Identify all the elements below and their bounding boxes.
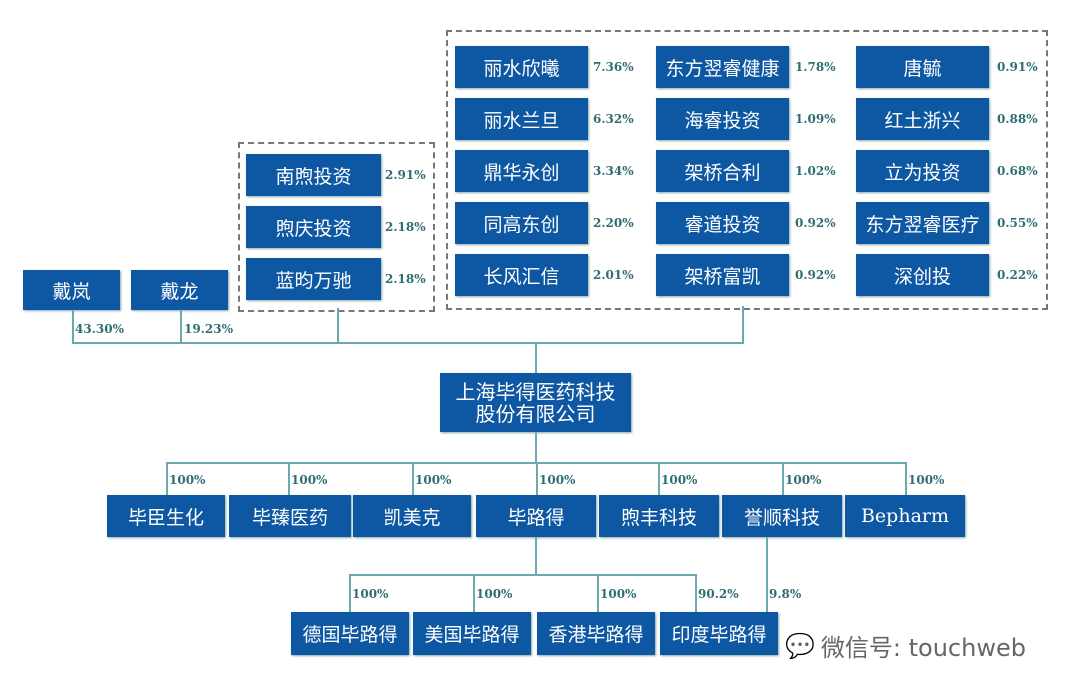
shareholder-box: 鼎华永创 (455, 150, 588, 192)
ownership-pct: 100% (539, 473, 576, 487)
ownership-pct: 100% (352, 587, 389, 601)
subsidiary-box: 誉顺科技 (722, 495, 842, 537)
shareholder-box: 海睿投资 (656, 98, 789, 140)
subsidiary-box: 毕臣生化 (107, 495, 225, 537)
shareholder-box: 煦庆投资 (246, 206, 381, 248)
connector-line (658, 462, 660, 495)
shareholder-box: 丽水欣曦 (455, 46, 588, 88)
connector-line (72, 310, 74, 344)
subsidiary-box: 煦丰科技 (599, 495, 719, 537)
ownership-pct: 1.02% (795, 164, 836, 178)
sub-subsidiary-box: 美国毕路得 (413, 612, 531, 655)
wechat-icon: 💬 (785, 631, 815, 660)
ownership-pct: 100% (291, 473, 328, 487)
subsidiary-box: 毕臻医药 (229, 495, 351, 537)
connector-line (535, 432, 537, 463)
connector-line (288, 462, 290, 495)
ownership-pct: 2.18% (385, 220, 426, 234)
shareholder-box: 深创投 (856, 254, 989, 296)
sub-subsidiary-box: 香港毕路得 (537, 612, 655, 655)
connector-line (337, 308, 339, 344)
connector-line (597, 574, 599, 612)
sub-subsidiary-box: 德国毕路得 (291, 612, 409, 655)
ownership-pct: 0.68% (997, 164, 1038, 178)
shareholder-box: 唐毓 (856, 46, 989, 88)
shareholder-box: 东方翌睿健康 (656, 46, 789, 88)
ownership-pct: 2.01% (593, 268, 634, 282)
connector-line (349, 574, 697, 576)
ownership-pct: 7.36% (593, 60, 634, 74)
shareholder-box: 东方翌睿医疗 (856, 202, 989, 244)
ownership-pct: 100% (476, 587, 513, 601)
shareholder-box: 蓝昀万驰 (246, 258, 381, 300)
shareholder-box: 立为投资 (856, 150, 989, 192)
connector-line (695, 574, 697, 612)
company-name-line2: 股份有限公司 (475, 401, 596, 426)
subsidiary-box: 毕路得 (476, 495, 596, 537)
ownership-pct: 90.2% (698, 587, 739, 601)
watermark: 💬微信号: touchweb (785, 631, 1026, 663)
ownership-pct: 6.32% (593, 112, 634, 126)
shareholder-box: 南煦投资 (246, 154, 381, 196)
india-other-pct: 9.8% (769, 587, 802, 601)
shareholder-box: 红土浙兴 (856, 98, 989, 140)
shareholder-box: 同高东创 (455, 202, 588, 244)
connector-line (535, 343, 537, 373)
ownership-pct: 19.23% (184, 322, 233, 336)
ownership-pct: 100% (785, 473, 822, 487)
connector-line (782, 462, 784, 495)
shareholder-box: 长风汇信 (455, 254, 588, 296)
connector-line (742, 306, 744, 344)
ownership-pct: 1.09% (795, 112, 836, 126)
ownership-pct: 100% (415, 473, 452, 487)
connector-line (535, 537, 537, 575)
connector-line (349, 574, 351, 612)
connector-line (72, 342, 744, 344)
company-name-line1: 上海毕得医药科技 (455, 379, 616, 404)
connector-line (766, 537, 768, 612)
ownership-pct: 0.88% (997, 112, 1038, 126)
parent-company-box: 上海毕得医药科技 股份有限公司 (440, 373, 631, 432)
ownership-pct: 0.92% (795, 268, 836, 282)
sub-subsidiary-box: 印度毕路得 (660, 612, 778, 655)
ownership-pct: 0.55% (997, 216, 1038, 230)
ownership-pct: 100% (661, 473, 698, 487)
subsidiary-box: Bepharm (845, 495, 965, 537)
ownership-pct: 100% (169, 473, 206, 487)
connector-line (180, 310, 182, 344)
connector-line (536, 462, 538, 495)
shareholder-box: 架桥合利 (656, 150, 789, 192)
subsidiary-box: 凯美克 (353, 495, 471, 537)
individual-box: 戴岚 (23, 270, 120, 310)
ownership-pct: 1.78% (795, 60, 836, 74)
shareholder-box: 丽水兰旦 (455, 98, 588, 140)
ownership-pct: 43.30% (75, 322, 124, 336)
ownership-pct: 100% (600, 587, 637, 601)
ownership-pct: 0.92% (795, 216, 836, 230)
ownership-pct: 2.20% (593, 216, 634, 230)
shareholder-box: 架桥富凯 (656, 254, 789, 296)
connector-line (412, 462, 414, 495)
connector-line (905, 462, 907, 495)
ownership-pct: 0.91% (997, 60, 1038, 74)
ownership-pct: 2.18% (385, 272, 426, 286)
connector-line (166, 462, 168, 495)
ownership-pct: 0.22% (997, 268, 1038, 282)
ownership-pct: 2.91% (385, 168, 426, 182)
shareholder-box: 睿道投资 (656, 202, 789, 244)
individual-box: 戴龙 (131, 270, 228, 310)
institutional-shareholders-group (446, 30, 1048, 310)
connector-line (473, 574, 475, 612)
ownership-pct: 100% (908, 473, 945, 487)
partnership-shareholders-group (238, 142, 435, 312)
ownership-pct: 3.34% (593, 164, 634, 178)
